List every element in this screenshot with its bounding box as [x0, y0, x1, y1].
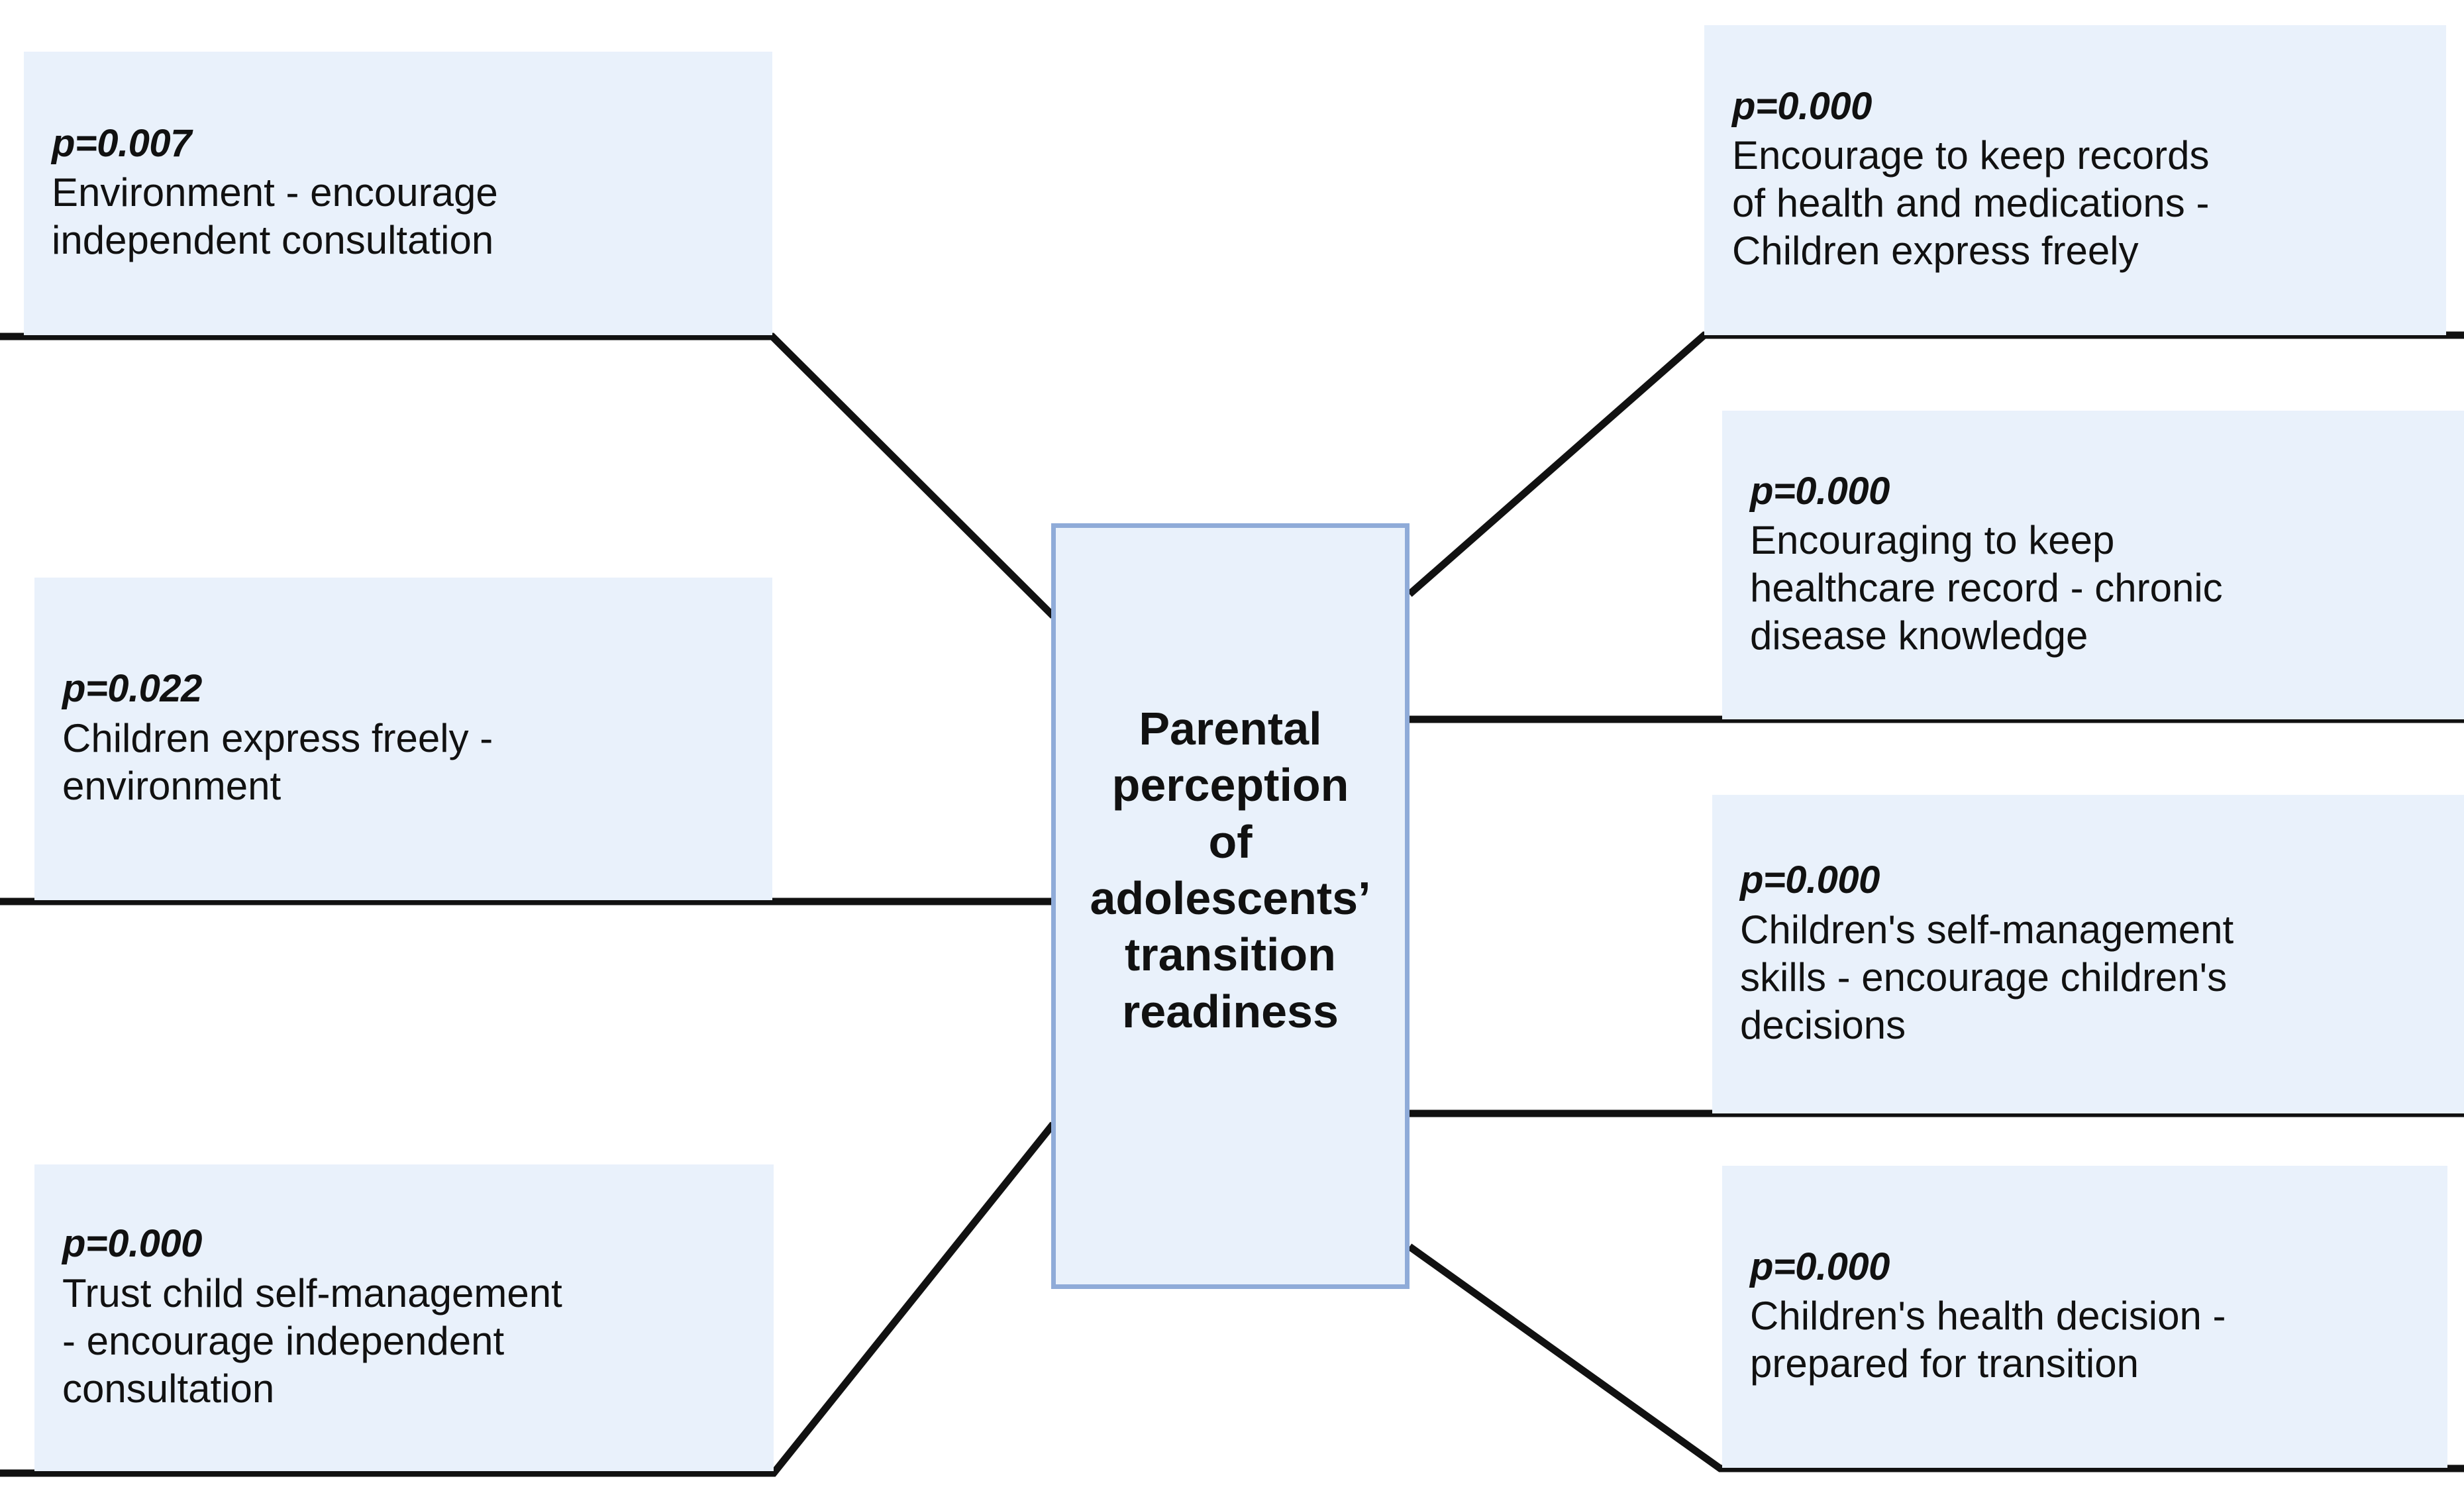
- connector-right-1: [1407, 331, 2464, 597]
- center-node[interactable]: Parental perception of adolescents’ tran…: [1051, 523, 1410, 1289]
- right-node-1[interactable]: p=0.000 Encourage to keep records of hea…: [1704, 25, 2446, 335]
- center-node-label: Parental perception of adolescents’ tran…: [1090, 702, 1371, 1037]
- right-node-4-label: Children's health decision - prepared fo…: [1750, 1294, 2226, 1386]
- left-node-3-pvalue: p=0.000: [62, 1222, 202, 1266]
- left-node-3[interactable]: p=0.000 Trust child self-management - en…: [34, 1164, 774, 1471]
- left-node-2[interactable]: p=0.022 Children express freely - enviro…: [34, 578, 772, 900]
- left-node-1[interactable]: p=0.007 Environment - encourage independ…: [24, 52, 772, 335]
- connector-right-4: [1407, 1243, 2464, 1472]
- right-node-2-label: Encouraging to keep healthcare record - …: [1750, 518, 2223, 658]
- right-node-3-label: Children's self-management skills - enco…: [1740, 907, 2234, 1047]
- left-node-2-label: Children express freely - environment: [62, 715, 493, 808]
- left-node-2-pvalue: p=0.022: [62, 667, 202, 711]
- right-node-1-label: Encourage to keep records of health and …: [1732, 133, 2210, 274]
- right-node-3-pvalue: p=0.000: [1740, 858, 1880, 902]
- left-node-1-pvalue: p=0.007: [52, 121, 191, 165]
- right-node-1-pvalue: p=0.000: [1732, 84, 1872, 128]
- left-node-3-label: Trust child self-management - encourage …: [62, 1270, 562, 1411]
- right-node-3[interactable]: p=0.000 Children's self-management skill…: [1712, 795, 2464, 1113]
- right-node-2-pvalue: p=0.000: [1750, 469, 1890, 513]
- left-node-1-label: Environment - encourage independent cons…: [52, 170, 498, 263]
- connector-left-1: [0, 333, 1056, 619]
- right-node-2[interactable]: p=0.000 Encouraging to keep healthcare r…: [1722, 411, 2464, 719]
- connector-left-3: [0, 1121, 1056, 1477]
- right-node-4[interactable]: p=0.000 Children's health decision - pre…: [1722, 1166, 2447, 1468]
- right-node-4-pvalue: p=0.000: [1750, 1245, 1890, 1288]
